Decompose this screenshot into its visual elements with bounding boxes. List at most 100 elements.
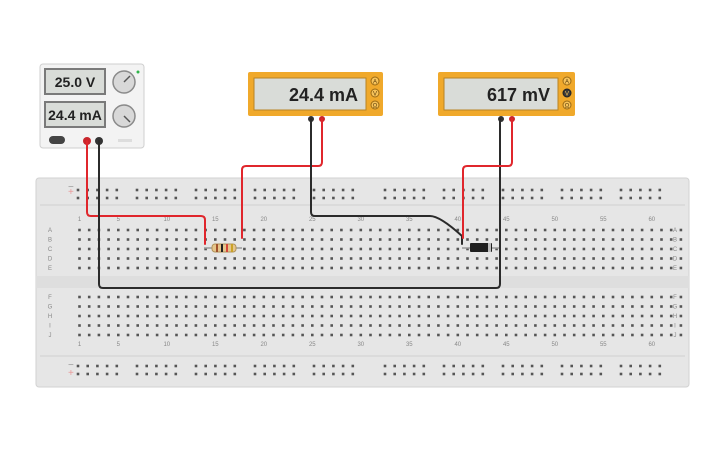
- hole-e-5[interactable]: [117, 266, 120, 270]
- hole-c-7[interactable]: [136, 247, 139, 251]
- hole-e-24[interactable]: [301, 266, 304, 270]
- hole-f-16[interactable]: [223, 295, 227, 299]
- top-rail-plus-hole[interactable]: [312, 196, 316, 200]
- hole-f-21[interactable]: [272, 295, 275, 299]
- hole-e-63[interactable]: [679, 266, 683, 270]
- hole-d-36[interactable]: [417, 257, 421, 260]
- hole-j-13[interactable]: [194, 333, 198, 337]
- hole-e-58[interactable]: [631, 266, 634, 270]
- bottom-rail-minus-hole[interactable]: [164, 364, 168, 368]
- bottom-rail-minus-hole[interactable]: [658, 364, 662, 368]
- bottom-rail-minus-hole[interactable]: [530, 364, 534, 368]
- hole-b-26[interactable]: [320, 238, 324, 241]
- bottom-rail-plus-hole[interactable]: [511, 372, 514, 376]
- hole-a-8[interactable]: [146, 228, 149, 232]
- top-rail-plus-hole[interactable]: [560, 196, 564, 200]
- top-rail-minus-hole[interactable]: [560, 188, 564, 192]
- hole-g-45[interactable]: [505, 305, 508, 308]
- hole-a-27[interactable]: [330, 228, 333, 232]
- hole-a-4[interactable]: [107, 228, 110, 232]
- hole-j-31[interactable]: [369, 333, 372, 337]
- hole-e-47[interactable]: [524, 266, 527, 270]
- top-rail-plus-hole[interactable]: [233, 196, 237, 200]
- hole-f-42[interactable]: [475, 295, 479, 299]
- hole-i-45[interactable]: [505, 324, 508, 327]
- hole-e-26[interactable]: [320, 266, 324, 270]
- hole-a-29[interactable]: [349, 228, 353, 232]
- hole-e-17[interactable]: [233, 266, 236, 270]
- hole-e-31[interactable]: [369, 266, 372, 270]
- hole-e-6[interactable]: [126, 266, 130, 270]
- hole-h-3[interactable]: [97, 314, 101, 318]
- hole-f-53[interactable]: [582, 295, 586, 299]
- bottom-rail-plus-hole[interactable]: [648, 372, 652, 376]
- hole-g-50[interactable]: [553, 305, 557, 308]
- hole-b-57[interactable]: [621, 238, 624, 241]
- hole-c-51[interactable]: [563, 247, 566, 251]
- hole-i-3[interactable]: [97, 324, 101, 327]
- hole-b-23[interactable]: [291, 238, 295, 241]
- hole-b-25[interactable]: [311, 238, 314, 241]
- top-rail-minus-hole[interactable]: [155, 188, 158, 192]
- hole-g-59[interactable]: [640, 305, 644, 308]
- hole-d-63[interactable]: [679, 257, 683, 260]
- hole-a-61[interactable]: [660, 228, 663, 232]
- hole-j-35[interactable]: [408, 333, 411, 337]
- hole-j-6[interactable]: [126, 333, 130, 337]
- hole-h-11[interactable]: [175, 314, 178, 318]
- hole-g-31[interactable]: [369, 305, 372, 308]
- top-rail-minus-hole[interactable]: [570, 188, 573, 192]
- hole-j-23[interactable]: [291, 333, 295, 337]
- hole-i-49[interactable]: [543, 324, 547, 327]
- hole-i-51[interactable]: [563, 324, 566, 327]
- hole-d-50[interactable]: [553, 257, 557, 260]
- hole-a-22[interactable]: [281, 228, 285, 232]
- hole-j-49[interactable]: [543, 333, 547, 337]
- hole-b-36[interactable]: [417, 238, 421, 241]
- hole-d-43[interactable]: [485, 257, 489, 260]
- hole-f-60[interactable]: [650, 295, 654, 299]
- hole-i-56[interactable]: [611, 324, 615, 327]
- hole-g-12[interactable]: [184, 305, 188, 308]
- hole-c-32[interactable]: [378, 247, 382, 251]
- hole-j-18[interactable]: [243, 333, 246, 337]
- hole-f-63[interactable]: [679, 295, 683, 299]
- hole-h-51[interactable]: [563, 314, 566, 318]
- hole-e-46[interactable]: [514, 266, 518, 270]
- hole-e-27[interactable]: [330, 266, 333, 270]
- bottom-rail-minus-hole[interactable]: [115, 364, 119, 368]
- hole-f-59[interactable]: [640, 295, 644, 299]
- hole-a-54[interactable]: [592, 228, 595, 232]
- hole-b-58[interactable]: [631, 238, 634, 241]
- hole-g-49[interactable]: [543, 305, 547, 308]
- hole-i-55[interactable]: [602, 324, 605, 327]
- bottom-rail-minus-hole[interactable]: [462, 364, 465, 368]
- hole-h-19[interactable]: [252, 314, 256, 318]
- top-rail-plus-hole[interactable]: [501, 196, 505, 200]
- top-rail-minus-hole[interactable]: [292, 188, 296, 192]
- hole-e-33[interactable]: [388, 266, 392, 270]
- hole-b-47[interactable]: [524, 238, 527, 241]
- hole-h-31[interactable]: [369, 314, 372, 318]
- diode[interactable]: [462, 243, 500, 252]
- bottom-rail-plus-hole[interactable]: [351, 372, 355, 376]
- hole-g-17[interactable]: [233, 305, 236, 308]
- hole-j-50[interactable]: [553, 333, 557, 337]
- hole-j-12[interactable]: [184, 333, 188, 337]
- hole-d-29[interactable]: [349, 257, 353, 260]
- bottom-rail-minus-hole[interactable]: [253, 364, 257, 368]
- hole-g-2[interactable]: [87, 305, 91, 308]
- hole-a-60[interactable]: [650, 228, 654, 232]
- hole-e-38[interactable]: [437, 266, 440, 270]
- hole-g-9[interactable]: [155, 305, 159, 308]
- hole-a-11[interactable]: [175, 228, 178, 232]
- hole-d-34[interactable]: [398, 257, 401, 260]
- hole-i-50[interactable]: [553, 324, 557, 327]
- hole-d-23[interactable]: [291, 257, 295, 260]
- bottom-rail-plus-hole[interactable]: [481, 372, 485, 376]
- hole-j-10[interactable]: [165, 333, 169, 337]
- top-rail-minus-hole[interactable]: [639, 188, 642, 192]
- hole-b-45[interactable]: [505, 238, 508, 241]
- hole-a-50[interactable]: [553, 228, 557, 232]
- top-rail-minus-hole[interactable]: [174, 188, 178, 192]
